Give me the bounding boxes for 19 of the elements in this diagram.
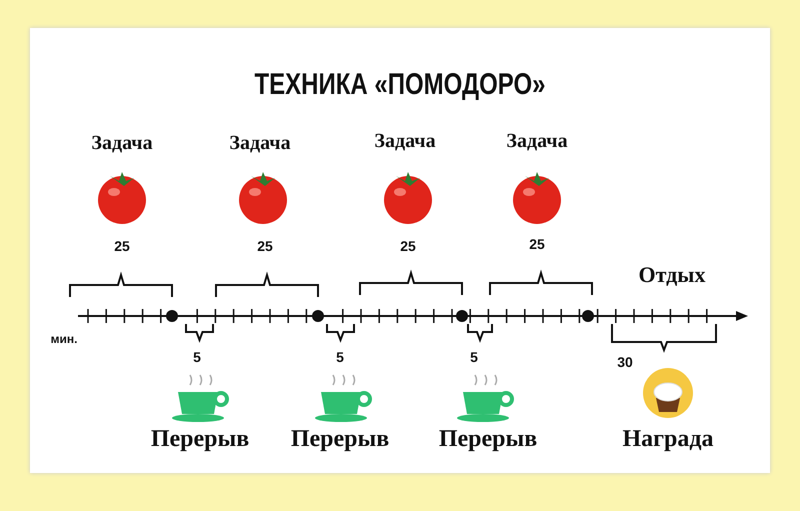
- break-label: Перерыв: [290, 426, 390, 453]
- rest-label: Отдых: [638, 262, 706, 288]
- break-label: Перерыв: [150, 426, 250, 453]
- duration-label: 25: [114, 238, 130, 254]
- duration-label: 5: [193, 349, 201, 365]
- duration-label: 25: [257, 238, 273, 254]
- task-label: Задача: [91, 132, 153, 155]
- break-label: Перерыв: [438, 426, 538, 453]
- duration-label: 5: [470, 349, 478, 365]
- task-label: Задача: [229, 132, 291, 155]
- task-label: Задача: [506, 130, 568, 153]
- duration-label: 30: [617, 354, 633, 370]
- title: ТЕХНИКА «ПОМОДОРО»: [254, 68, 546, 102]
- duration-label: 25: [529, 236, 545, 252]
- unit-label: мин.: [50, 332, 78, 346]
- duration-label: 5: [336, 349, 344, 365]
- duration-label: 25: [400, 238, 416, 254]
- task-label: Задача: [374, 130, 436, 153]
- reward-label: Награда: [622, 426, 714, 453]
